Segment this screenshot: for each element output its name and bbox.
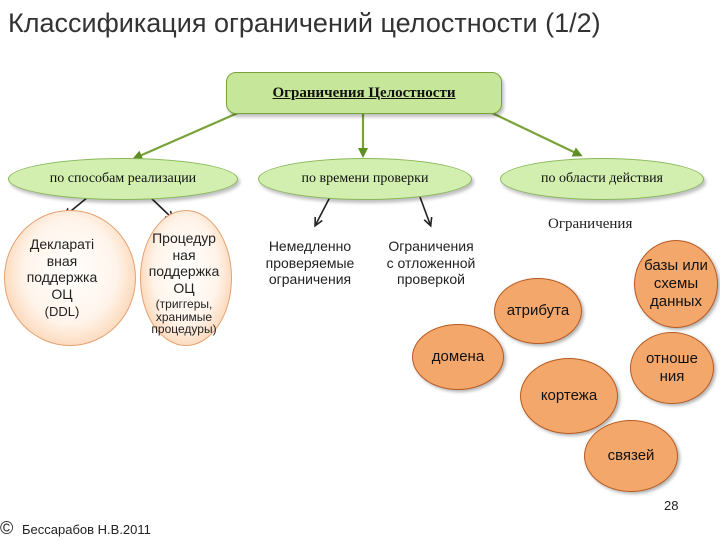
arrow-scope-tuple	[588, 239, 601, 358]
arrow-time-immediate	[316, 196, 331, 224]
database-label: базы или схемы данных	[644, 257, 708, 311]
arrow-scope-links	[611, 239, 624, 418]
database-line-2: схемы	[653, 275, 699, 292]
links-label: связей	[607, 447, 655, 464]
page-title: Классификация ограничений целостности (1…	[8, 8, 601, 38]
relation-node: отноше ния	[630, 332, 714, 404]
deferred-line-2: с отложенной	[386, 254, 476, 271]
declarative-note: (DDL)	[44, 304, 80, 320]
procedural-note-1: (триггеры,	[155, 297, 213, 312]
procedural-note-3: процедуры)	[151, 322, 217, 337]
arrow-root-implementation	[132, 110, 241, 160]
category-scope: по области действия	[500, 158, 704, 200]
procedural-line-4: ОЦ	[173, 279, 195, 296]
immediate-line-2: проверяемые	[265, 254, 355, 271]
declarative-oval	[4, 210, 136, 346]
procedural-note-2: хранимые	[155, 309, 213, 324]
database-line-3: данных	[650, 293, 702, 310]
root-label: Ограничения Целостности	[272, 84, 456, 101]
tuple-node: кортежа	[520, 358, 618, 434]
category-implementation: по способам реализации	[8, 158, 238, 200]
attribute-label: атрибута	[506, 302, 570, 319]
arrow-scope-domain	[484, 249, 499, 330]
tuple-label: кортежа	[540, 387, 598, 404]
deferred-line-3: проверкой	[397, 271, 465, 288]
page-number: 28	[664, 498, 679, 513]
relation-line-1: отноше	[646, 350, 698, 367]
immediate-line-1: Немедленно	[268, 238, 352, 254]
root-node: Ограничения Целостности	[226, 72, 502, 114]
procedural-support: Процедур ная поддержка ОЦ (триггеры, хра…	[132, 230, 236, 336]
procedural-line-1: Процедур	[152, 230, 216, 246]
procedural-line-2: ная	[172, 246, 196, 263]
arrow-scope-attribute	[540, 239, 563, 278]
category-time: по времени проверки	[258, 158, 472, 200]
domain-label: домена	[431, 348, 485, 365]
declarative-line-3: поддержка	[26, 269, 98, 286]
category-scope-label: по области действия	[541, 171, 663, 186]
arrow-time-deferred	[419, 196, 430, 224]
attribute-node: атрибута	[494, 278, 582, 344]
deferred-line-1: Ограничения	[388, 238, 474, 254]
database-node: базы или схемы данных	[634, 240, 718, 328]
relation-label: отноше ния	[646, 350, 698, 386]
declarative-support: Деклараті вная поддержка ОЦ (DDL)	[8, 236, 116, 319]
procedural-note: (триггеры, хранимые процедуры)	[132, 298, 236, 336]
deferred-constraints: Ограничения с отложенной проверкой	[376, 238, 486, 288]
declarative-line-1: Деклараті	[29, 236, 95, 252]
declarative-line-4: ОЦ	[51, 285, 73, 302]
links-node: связей	[584, 420, 678, 492]
author-credit: Бессарабов Н.В.2011	[22, 522, 151, 537]
copyright-icon: ©	[0, 518, 14, 538]
declarative-line-2: вная	[46, 252, 78, 269]
scope-constraints-label: Ограничения	[548, 216, 633, 232]
relation-line-2: ния	[659, 368, 685, 385]
procedural-line-3: поддержка	[148, 263, 220, 280]
domain-node: домена	[412, 324, 504, 390]
database-line-1: базы или	[644, 257, 708, 274]
arrow-root-scope	[489, 111, 583, 157]
category-time-label: по времени проверки	[301, 171, 429, 186]
immediate-line-3: ограничения	[268, 271, 352, 288]
immediate-constraints: Немедленно проверяемые ограничения	[258, 238, 362, 288]
procedural-oval	[140, 210, 232, 346]
category-implementation-label: по способам реализации	[49, 171, 197, 186]
